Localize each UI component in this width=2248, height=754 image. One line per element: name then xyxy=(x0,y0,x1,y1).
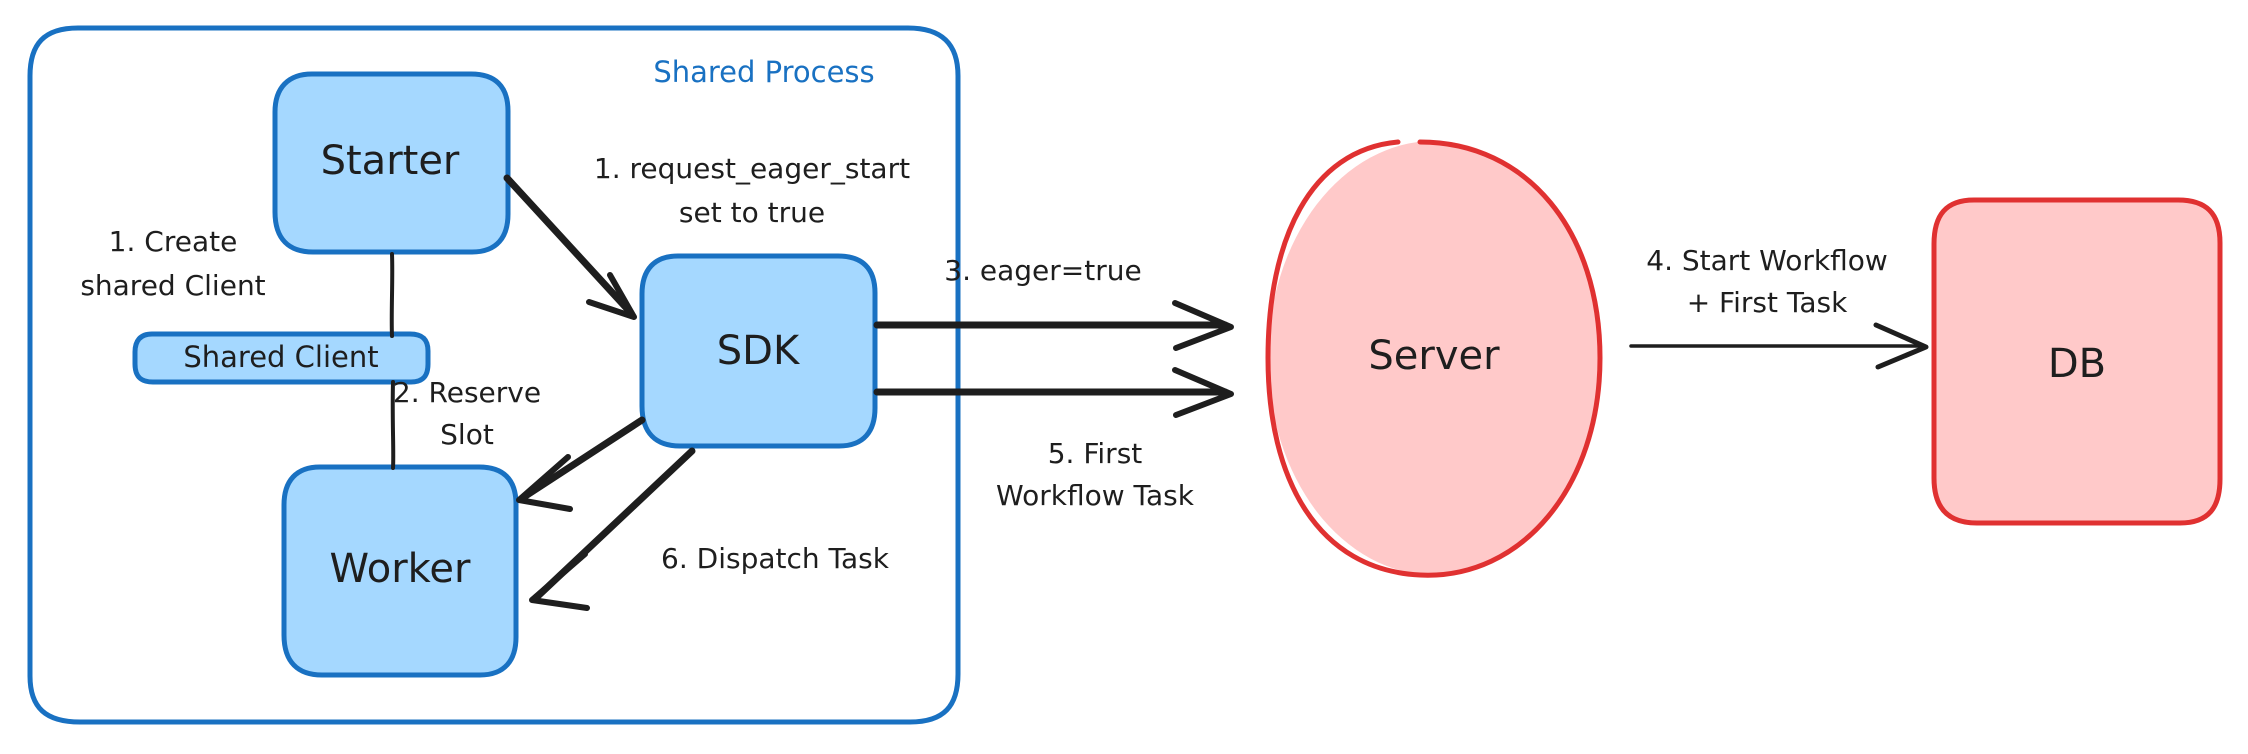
node-starter[interactable]: Starter xyxy=(272,71,511,255)
edge-sdk-to-server-eager: 3. eager=true xyxy=(873,254,1234,351)
edge-starter-to-sdk: 1. request_eager_start set to true xyxy=(503,152,910,320)
shared-client-label: Shared Client xyxy=(183,340,378,374)
edge-6-label-line2: Workflow Task xyxy=(996,479,1195,512)
worker-label: Worker xyxy=(330,546,471,592)
edge-2-label-line1: 1. request_eager_start xyxy=(594,152,910,185)
edge-sdk-to-worker-dispatch: 6. Dispatch Task xyxy=(529,447,890,611)
sdk-fill xyxy=(642,256,875,446)
edge-4-label-line1: 3. eager=true xyxy=(944,254,1141,287)
node-db[interactable]: DB xyxy=(1931,197,2223,526)
sdk-border xyxy=(639,253,878,449)
server-fill xyxy=(1268,141,1600,575)
db-border xyxy=(1931,197,2223,526)
sdk-label: SDK xyxy=(717,328,801,374)
edge-5-arrowhead xyxy=(1873,322,1929,370)
edge-7-arrowhead xyxy=(529,551,590,611)
edge-1-label-line1: 1. Create xyxy=(109,225,238,258)
edge-sdk-to-worker-reserve-slot: 2. Reserve Slot xyxy=(393,376,646,512)
edge-4-arrowhead xyxy=(1172,300,1234,351)
worker-border xyxy=(281,464,519,678)
node-server[interactable]: Server xyxy=(1265,139,1603,578)
edge-2-label-line2: set to true xyxy=(679,196,825,229)
node-shared-client[interactable]: Shared Client xyxy=(132,331,431,385)
server-label: Server xyxy=(1368,333,1500,379)
edge-2-arrowhead xyxy=(586,272,637,320)
server-border xyxy=(1265,139,1603,578)
shared-process-border xyxy=(27,25,961,725)
edge-5-label-line2: + First Task xyxy=(1687,286,1848,319)
db-fill xyxy=(1934,200,2220,523)
starter-border xyxy=(272,71,511,255)
edge-3-label-line1: 2. Reserve xyxy=(393,376,541,409)
edge-6-label-line1: 5. First xyxy=(1048,437,1143,470)
edge-7-label-line1: 6. Dispatch Task xyxy=(661,542,890,575)
edge-1-label-line2: shared Client xyxy=(80,269,265,302)
starter-fill xyxy=(275,74,508,252)
edge-3-arrowhead xyxy=(516,454,573,512)
shared-client-fill xyxy=(135,334,428,382)
edge-2-line xyxy=(503,174,635,317)
edge-starter-shared-client-worker: 1. Create shared Client xyxy=(80,225,396,470)
worker-fill xyxy=(284,467,516,675)
shared-client-border xyxy=(132,331,431,385)
edge-starter-shared-client-line xyxy=(389,252,395,338)
node-sdk[interactable]: SDK xyxy=(639,253,878,449)
shared-process-label: Shared Process xyxy=(653,55,874,89)
edge-server-to-db: 4. Start Workflow + First Task xyxy=(1629,244,1929,370)
edge-5-label-line1: 4. Start Workflow xyxy=(1646,244,1888,277)
edge-sdk-to-server-first-task: 5. First Workflow Task xyxy=(873,367,1234,512)
node-worker[interactable]: Worker xyxy=(281,464,519,678)
edge-6-arrowhead xyxy=(1172,367,1234,418)
db-label: DB xyxy=(2048,341,2106,387)
shared-process-container[interactable]: Shared Process xyxy=(27,25,961,725)
starter-label: Starter xyxy=(321,138,460,184)
edge-3-line xyxy=(520,416,646,501)
edge-3-label-line2: Slot xyxy=(440,418,494,451)
edge-shared-client-worker-line xyxy=(390,380,396,470)
